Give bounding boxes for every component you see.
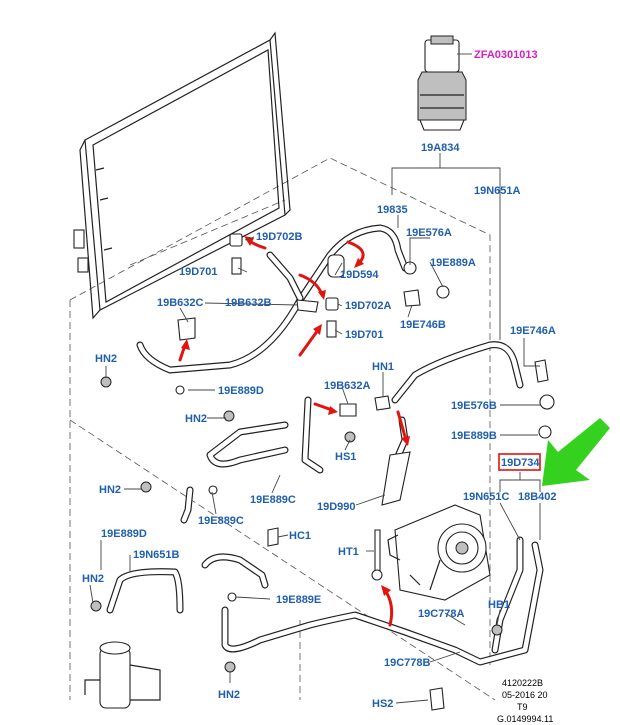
label-hs1: HS1 <box>335 451 356 463</box>
label-ht1: HT1 <box>338 546 359 558</box>
label-hn2-lower: HN2 <box>99 484 121 496</box>
footer-line-3: T9 <box>517 702 528 712</box>
label-hn1: HN1 <box>372 361 394 373</box>
label-19d702a: 19D702A <box>345 300 392 312</box>
label-18b402: 18B402 <box>518 491 557 503</box>
label-19e746a: 19E746A <box>510 325 556 337</box>
label-19b632c: 19B632C <box>157 297 204 309</box>
label-19e889c-a: 19E889C <box>250 494 296 506</box>
label-19e889a: 19E889A <box>430 257 476 269</box>
label-19d701-mid: 19D701 <box>345 329 384 341</box>
label-hs2: HS2 <box>372 698 393 710</box>
leader-lines <box>89 53 541 704</box>
label-19e576b: 19E576B <box>451 400 497 412</box>
accumulator <box>84 641 161 709</box>
label-19e889d: 19E889D <box>218 385 264 397</box>
dashed-reference-frame <box>69 157 496 701</box>
label-19d990: 19D990 <box>317 501 356 513</box>
label-19e746b: 19E746B <box>400 319 446 331</box>
label-19d702b: 19D702B <box>256 231 303 243</box>
label-19c778a: 19C778A <box>418 608 465 620</box>
label-hc1: HC1 <box>289 530 311 542</box>
label-hb1: HB1 <box>488 599 510 611</box>
label-19n651c: 19N651C <box>463 491 510 503</box>
label-19n651a: 19N651A <box>474 185 521 197</box>
label-19b632b: 19B632B <box>225 297 272 309</box>
label-19c778b: 19C778B <box>384 657 431 669</box>
highlight-arrows <box>178 236 410 627</box>
footer-line-4: G.0149994.11 <box>497 714 553 724</box>
ac-compressor <box>387 504 491 601</box>
label-19e576a: 19E576A <box>406 227 452 239</box>
label-hn2-left: HN2 <box>95 353 117 365</box>
label-19d594: 19D594 <box>340 269 379 281</box>
fittings-and-clips <box>90 233 555 711</box>
label-19n651b: 19N651B <box>133 549 180 561</box>
label-hn2-mid: HN2 <box>185 413 207 425</box>
footer-line-1: 4120222B <box>502 678 543 688</box>
label-hn2-bottom-left: HN2 <box>82 573 104 585</box>
label-19e889c-b: 19E889C <box>198 515 244 527</box>
label-19d701-top: 19D701 <box>179 266 218 278</box>
green-pointer-arrow <box>542 418 610 486</box>
label-19d734: 19D734 <box>501 457 540 469</box>
label-19b632a: 19B632A <box>324 380 371 392</box>
label-19835: 19835 <box>377 204 408 216</box>
refrigerant-canister <box>417 35 467 131</box>
footer-codes: 4120222B 05-2016 20 T9 G.0149994.11 <box>497 678 553 724</box>
label-hn2-bottom: HN2 <box>218 689 240 701</box>
condenser <box>73 31 291 320</box>
label-19a834: 19A834 <box>421 142 460 154</box>
footer-line-2: 05-2016 20 <box>502 690 548 700</box>
label-19e889b: 19E889B <box>451 430 497 442</box>
label-zfa0301013: ZFA0301013 <box>474 49 538 61</box>
label-19e889d-b: 19E889D <box>101 528 147 540</box>
highlight-box <box>498 453 541 471</box>
part-labels: ZFA0301013 19A834 19N651A 19835 19E576A … <box>82 49 557 710</box>
label-19e889e: 19E889E <box>276 594 321 606</box>
